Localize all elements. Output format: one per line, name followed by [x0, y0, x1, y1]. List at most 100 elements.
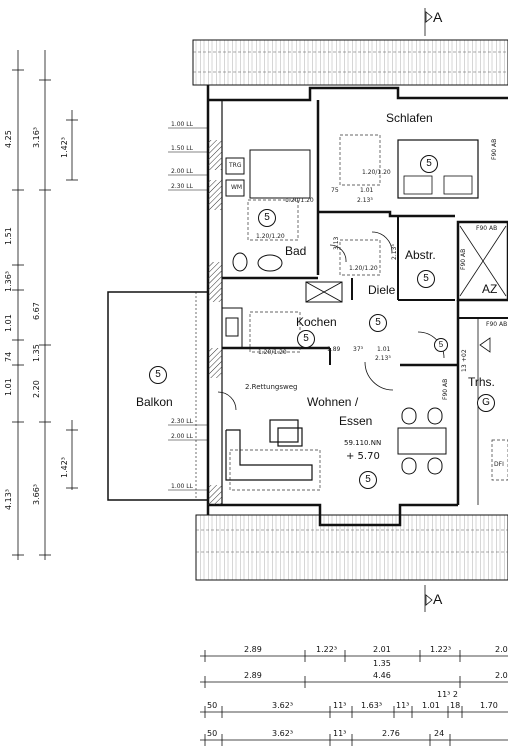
- dim-bottom-r4-4: 2.76: [382, 729, 400, 738]
- room-number-abstr: 5: [417, 270, 435, 288]
- dim-bottom-r1-1: 2.89: [244, 645, 262, 654]
- dim-bottom-r4-1: 50: [207, 729, 218, 738]
- window-kochen: 1.20/1.20: [258, 349, 287, 356]
- fixture-dfi: DFI: [494, 461, 504, 468]
- room-essen-label: Essen: [339, 414, 373, 428]
- level-mark-4: 2.30 LL: [171, 183, 193, 190]
- stair-rise-label: 13: [461, 364, 468, 372]
- dim-left-e3: 1.35: [32, 344, 41, 362]
- room-number-trhs: G: [477, 394, 495, 412]
- level-mark-3: 2.00 LL: [171, 168, 193, 175]
- window-bad-top: 1.20/1.20: [285, 197, 314, 204]
- window-bad: 1.20/1.20: [256, 233, 285, 240]
- opening-kochen-c: 1.01: [377, 346, 391, 353]
- door-swings: [217, 231, 445, 411]
- dim-left-d4: 1.01: [4, 314, 13, 332]
- dim-bottom-r2-3: 2.0: [495, 671, 508, 680]
- dim-left-d5: 74: [4, 351, 13, 362]
- fire-rating-trhs: F90 AB: [486, 321, 508, 328]
- window-schlafen: 1.20/1.20: [362, 169, 391, 176]
- wohnen-level: + 5.70: [346, 451, 380, 462]
- level-mark-7: 1.00 LL: [171, 483, 193, 490]
- opening-kochen-a: 1.89: [327, 346, 341, 353]
- room-number-diele: 5: [369, 314, 387, 332]
- room-number-wohnen: 5: [359, 471, 377, 489]
- wohnen-area-code: 59.110.NN: [344, 439, 382, 447]
- dim-bottom-r3-3: 11³: [333, 701, 347, 710]
- dim-left-d7: 4.13³: [4, 488, 13, 510]
- dim-left-e2: 6.67: [32, 302, 41, 320]
- dim-bottom-r4-3: 11³: [333, 729, 347, 738]
- window-diele: 1.20/1.20: [349, 265, 378, 272]
- dim-bottom-r1-4: 1.22³: [430, 645, 452, 654]
- dim-bottom-r3-top: 11³ 2: [437, 690, 459, 699]
- dim-bottom-r1-sub: 1.35: [373, 659, 391, 668]
- room-kochen-label: Kochen: [296, 315, 337, 329]
- dim-bottom-r3-1: 50: [207, 701, 218, 710]
- room-schlafen-label: Schlafen: [386, 111, 433, 125]
- section-mark-top: A: [433, 9, 443, 25]
- dim-bottom-r1-3: 2.01: [373, 645, 391, 654]
- fire-rating-essen: F90 AB: [442, 378, 449, 400]
- bath-fixtures: [225, 149, 311, 272]
- fixture-wm: WM: [231, 184, 243, 191]
- room-balkon-label: Balkon: [136, 395, 173, 409]
- dim-bottom-r4-2: 3.62³: [272, 729, 294, 738]
- level-ticks: [168, 127, 208, 491]
- dim-left-f2: 1.42³: [60, 456, 69, 478]
- room-number-schlafen: 5: [420, 155, 438, 173]
- dim-left-e1: 3.16³: [32, 126, 41, 148]
- dim-left-d1: 4.25: [4, 130, 13, 148]
- room-number-bad: 5: [258, 209, 276, 227]
- opening-abstr: 2.13³: [391, 244, 398, 260]
- room-wohnen-label: Wohnen /: [307, 395, 359, 409]
- bottom-dimensions: [200, 650, 508, 746]
- dim-left-f1: 1.42³: [60, 136, 69, 158]
- dim-bottom-r1-5: 2.0: [495, 645, 508, 654]
- roof-top: [192, 39, 508, 86]
- dim-bottom-r2-2: 4.46: [373, 671, 391, 680]
- dim-bottom-r3-2: 3.62³: [272, 701, 294, 710]
- opening-schlafen-a: 75: [331, 187, 339, 194]
- room-abstr-label: Abstr.: [405, 248, 436, 262]
- opening-kochen-b: 37³: [353, 346, 364, 353]
- stairs: [477, 318, 491, 505]
- room-az-label: AZ: [482, 282, 498, 296]
- room-number-trhs-small: 5: [434, 338, 448, 352]
- sofa: [225, 419, 313, 481]
- dim-bottom-r3-8: 1.70: [480, 701, 498, 710]
- dim-bottom-r3-7: 18: [450, 701, 461, 710]
- room-bad-label: Bad: [285, 244, 307, 258]
- room-number-balkon: 5: [149, 366, 167, 384]
- opening-bad: 3.13: [333, 236, 340, 250]
- interior-walls: [222, 100, 508, 505]
- level-mark-5: 2.30 LL: [171, 418, 193, 425]
- dim-left-e5: 3.66³: [32, 483, 41, 505]
- left-dimensions: [12, 50, 78, 560]
- dim-left-e4: 2.20: [32, 380, 41, 398]
- room-number-kochen: 5: [297, 330, 315, 348]
- dim-left-d6: 1.01: [4, 378, 13, 396]
- dim-bottom-r4-5: 24: [434, 729, 445, 738]
- opening-schlafen-b: 1.01: [360, 187, 374, 194]
- dim-bottom-r3-6: 1.01: [422, 701, 440, 710]
- dim-left-d2: 1.51: [4, 227, 13, 245]
- dim-left-d3: 1.36³: [4, 270, 13, 292]
- dim-bottom-r2-1: 2.89: [244, 671, 262, 680]
- opening-schlafen-c: 2.13³: [357, 197, 373, 204]
- room-diele-label: Diele: [368, 283, 396, 297]
- balcony: [107, 291, 209, 501]
- section-mark-bottom: A: [433, 591, 443, 607]
- stair-up-label: +02: [461, 349, 468, 362]
- dim-bottom-r1-2: 1.22³: [316, 645, 338, 654]
- opening-kochen-d: 2.13³: [375, 355, 391, 362]
- kitchen-counter: [221, 281, 343, 349]
- fire-rating-az-side: F90 AB: [460, 248, 467, 270]
- section-line: [424, 8, 433, 612]
- fixture-trg: TRG: [229, 162, 242, 169]
- rettungsweg-label: 2.Rettungsweg: [245, 383, 298, 391]
- dim-bottom-r3-5: 11³: [396, 701, 410, 710]
- dim-bottom-r3-4: 1.63³: [361, 701, 383, 710]
